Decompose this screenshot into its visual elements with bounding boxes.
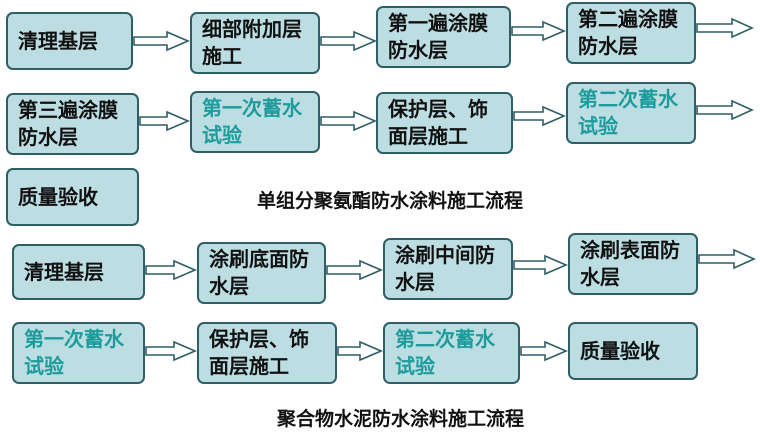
flow2-step-7: 第二次蓄水试验 [383, 322, 520, 384]
flow1-step-1: 清理基层 [6, 12, 133, 70]
flow2-step-7-label: 第二次蓄水试验 [395, 327, 495, 378]
flow1-step-8: 第二次蓄水试验 [566, 82, 696, 144]
flow1-step-1-label: 清理基层 [18, 28, 98, 53]
flow1-step-4: 第二遍涂膜防水层 [566, 2, 696, 64]
flow2-step-2: 涂刷底面防水层 [197, 242, 326, 304]
arrow-1-7 [513, 105, 567, 127]
arrow-2-1 [145, 259, 198, 281]
flow2-step-8: 质量验收 [568, 322, 698, 380]
arrow-2-6 [337, 340, 384, 362]
flow2-step-8-label: 质量验收 [580, 338, 660, 363]
arrow-2-7 [520, 340, 569, 362]
flow1-step-3-label: 第一遍涂膜防水层 [388, 11, 488, 62]
flow2-step-6: 保护层、饰面层施工 [197, 322, 337, 384]
arrow-2-2 [326, 259, 384, 281]
flow2-step-5-label: 第一次蓄水试验 [24, 327, 124, 378]
flow1-step-7-label: 保护层、饰面层施工 [388, 97, 488, 148]
arrow-1-3 [511, 20, 567, 42]
flow1-step-2-label: 细部附加层施工 [202, 17, 302, 68]
flow1-step-4-label: 第二遍涂膜防水层 [578, 7, 678, 58]
flow2-step-5: 第一次蓄水试验 [12, 322, 145, 384]
flow1-step-2: 细部附加层施工 [190, 12, 320, 74]
arrow-1-2 [320, 30, 378, 52]
flow1-step-5: 第三遍涂膜防水层 [6, 93, 139, 155]
arrow-2-3 [513, 254, 569, 276]
arrow-2-5 [145, 340, 198, 362]
flow2-title: 聚合物水泥防水涂料施工流程 [277, 408, 525, 430]
flow1-step-9-label: 质量验收 [18, 184, 98, 209]
arrow-1-8 [696, 99, 754, 121]
arrow-1-6 [320, 110, 378, 132]
arrow-2-4 [698, 248, 756, 270]
flow2-step-1: 清理基层 [12, 244, 145, 300]
flow2-step-2-label: 涂刷底面防水层 [209, 247, 309, 298]
flow1-step-6: 第一次蓄水试验 [190, 91, 320, 153]
flow2-step-4-label: 涂刷表面防水层 [580, 238, 680, 289]
flow2-step-4: 涂刷表面防水层 [568, 233, 698, 295]
flow1-step-5-label: 第三遍涂膜防水层 [18, 98, 118, 149]
flow1-step-9: 质量验收 [6, 168, 139, 226]
arrow-1-1 [133, 30, 191, 52]
flow1-title: 单组分聚氨酯防水涂料施工流程 [257, 190, 524, 212]
flow1-step-7: 保护层、饰面层施工 [376, 92, 513, 154]
flow2-step-1-label: 清理基层 [24, 259, 104, 284]
flow2-step-6-label: 保护层、饰面层施工 [209, 327, 309, 378]
arrow-1-4 [696, 17, 754, 39]
flow1-step-8-label: 第二次蓄水试验 [578, 87, 678, 138]
flow1-step-3: 第一遍涂膜防水层 [376, 6, 511, 68]
arrow-1-5 [139, 110, 191, 132]
flow1-step-6-label: 第一次蓄水试验 [202, 96, 302, 147]
flow2-step-3-label: 涂刷中间防水层 [395, 243, 495, 294]
flow2-step-3: 涂刷中间防水层 [383, 238, 513, 300]
